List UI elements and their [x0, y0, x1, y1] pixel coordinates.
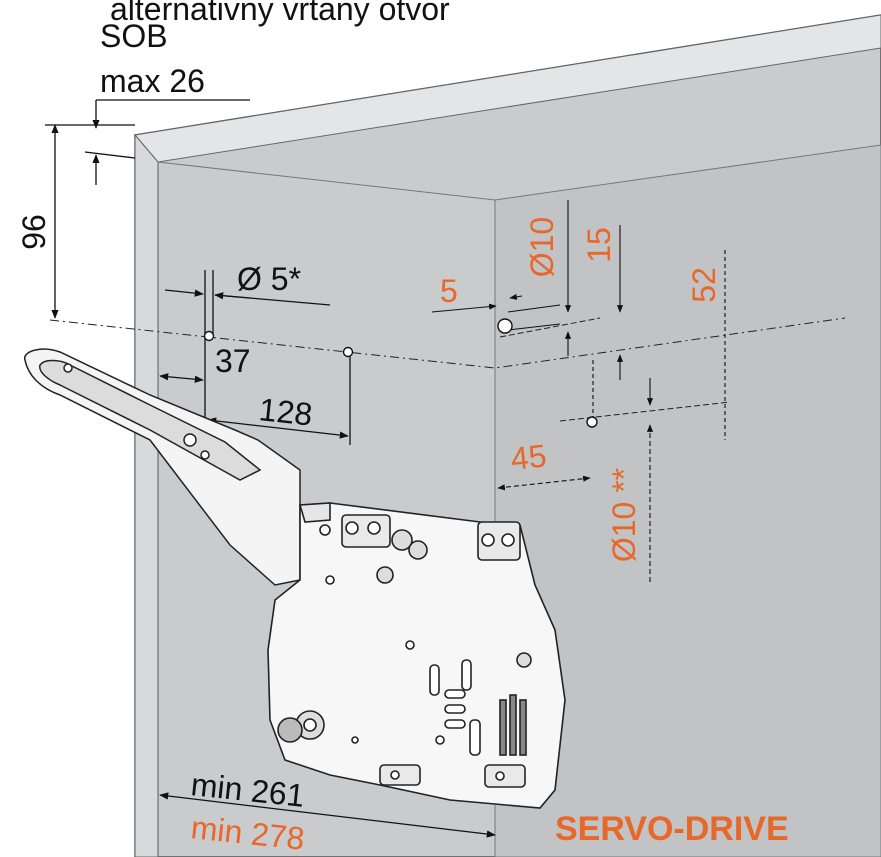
dim-5-label: 5 [440, 273, 458, 309]
servo-drive-mechanism [267, 502, 566, 809]
dim-d10-alt-label: Ø10 ** [606, 468, 642, 562]
black-dimension-lines [45, 99, 496, 838]
sob-label: SOB [100, 18, 168, 54]
dim-d10-top-label: Ø10 [524, 217, 560, 277]
sob-max-label: max 26 [100, 63, 205, 99]
hole-10mm-top [497, 318, 513, 334]
dim-37-label: 37 [215, 343, 251, 379]
lift-lever-arm [24, 348, 301, 586]
hole-10mm-alt [586, 416, 598, 428]
dim-52-label: 52 [686, 267, 722, 303]
orange-labels: 5 Ø10 15 52 45 Ø10 ** min 278 SERVO-DRIV… [189, 217, 788, 857]
dim-45-label: 45 [509, 437, 548, 477]
dim-96-label: 96 [16, 214, 52, 250]
dim-128-label: 128 [257, 391, 314, 432]
dim-d5-label: Ø 5* [237, 261, 301, 297]
hole-5mm-secondary [342, 346, 354, 358]
dim-15-label: 15 [581, 227, 617, 263]
orange-dimension-lines [431, 200, 726, 582]
header-caption: alternativny vrtany otvor [110, 0, 450, 27]
hole-5mm-primary [203, 330, 215, 342]
product-name-label: SERVO-DRIVE [555, 810, 789, 848]
drill-holes [203, 318, 598, 428]
